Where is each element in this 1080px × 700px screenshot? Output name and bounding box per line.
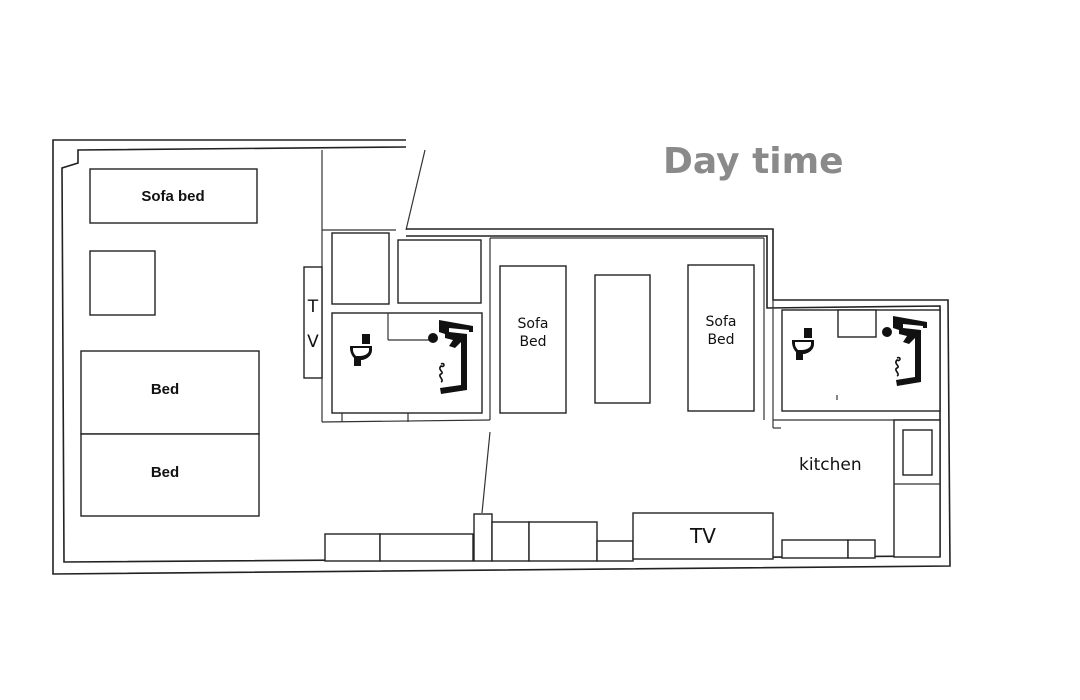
kitchen-label: kitchen (799, 455, 862, 475)
bed (80, 433, 260, 517)
bed (80, 350, 260, 435)
sofa-bed-label: Bed (519, 334, 546, 350)
tv-label-v: V (307, 332, 319, 352)
tv-label-t: T (307, 297, 319, 317)
plan-title: Day time (663, 141, 844, 182)
table (594, 274, 651, 404)
sofa-bed-label: Sofa (518, 316, 549, 332)
door-line (481, 431, 491, 514)
tv-stand (303, 266, 323, 379)
bottom-cabinets (324, 513, 876, 562)
tv-cabinet (632, 512, 774, 560)
bed-label: Bed (151, 381, 179, 398)
sofa-bed (89, 168, 258, 224)
sink (837, 309, 877, 338)
closet (397, 239, 482, 304)
door-line (405, 149, 426, 231)
sink (902, 429, 933, 476)
toilet-icon (350, 334, 372, 366)
bathtub-icon (882, 316, 927, 386)
closet (331, 232, 390, 305)
sofa-bed (687, 264, 755, 412)
toilet-icon (792, 328, 814, 360)
sofa-bed-label: Sofa bed (141, 188, 204, 205)
sofa-bed-label: Sofa (706, 314, 737, 330)
sofa-bed-label: Bed (707, 332, 734, 348)
table (89, 250, 156, 316)
sofa-bed (499, 265, 567, 414)
bed-label: Bed (151, 464, 179, 481)
bathtub-icon (428, 320, 473, 394)
tv-label: TV (689, 524, 716, 548)
